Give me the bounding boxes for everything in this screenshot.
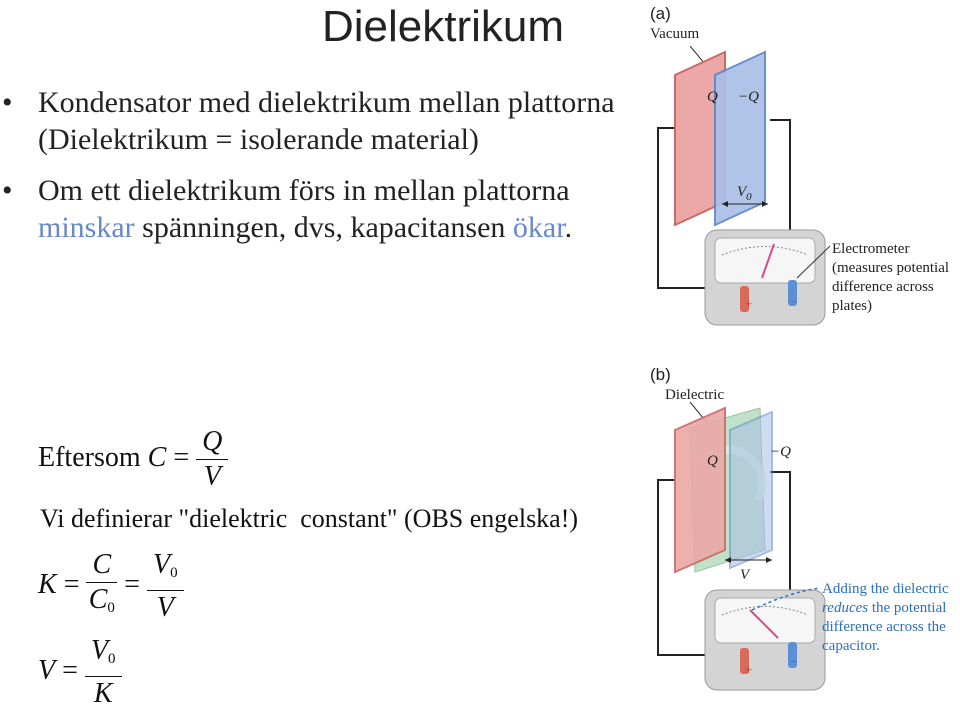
v0-sub: 0 — [170, 565, 178, 581]
numerator-v0: V0 — [146, 548, 184, 591]
callout-line-2-rest: the potential — [868, 600, 947, 616]
voltage-v-label: V — [740, 567, 750, 583]
positive-terminal-b — [740, 648, 749, 674]
minus-sign-b: − — [790, 654, 798, 669]
callout-line-2: reduces the potential — [822, 599, 960, 618]
highlight-okar: ökar — [512, 211, 565, 244]
plate-charge-negative-b: −Q — [770, 444, 791, 460]
eftersom-label: Eftersom — [38, 441, 141, 473]
dielectric-callout: Adding the dielectric reduces the potent… — [822, 580, 960, 656]
fraction-c-over-c0: C C0 — [86, 548, 118, 625]
bullet-item-2: Om ett dielektrikum förs in mellan platt… — [0, 172, 620, 246]
bullet-text-1: Kondensator med dielektrikum mellan plat… — [38, 86, 615, 156]
formula-voltage: V = V0 K — [38, 634, 122, 711]
electrometer-label: Electrometer (measures potential differe… — [832, 241, 950, 314]
negative-terminal — [788, 280, 797, 306]
equals-sign: = — [173, 441, 190, 473]
negative-plate-b — [729, 410, 773, 570]
negative-terminal-b — [788, 642, 797, 668]
plus-sign-a: + — [745, 296, 753, 311]
slide-title: Dielektrikum — [322, 2, 565, 51]
denominator-v: V — [156, 592, 174, 623]
minus-sign-a: − — [790, 294, 798, 309]
fraction-v0-over-v: V0 V — [146, 548, 184, 625]
fraction-q-over-v: Q V — [196, 425, 229, 494]
plate-charge-negative-a: −Q — [738, 89, 759, 105]
electrometer-needle-b — [749, 609, 779, 639]
denominator-v: V — [203, 461, 221, 492]
fraction-v0-over-k: V0 K — [84, 634, 122, 711]
capacitor-vacuum-diagram — [657, 45, 831, 326]
plate-charge-positive-b: Q — [707, 453, 718, 469]
numerator-c: C — [86, 548, 118, 583]
bullet-item-1: Kondensator med dielektrikum mellan plat… — [0, 84, 620, 158]
v0b-base: V — [90, 635, 109, 666]
panel-a-label: (a) — [650, 4, 671, 23]
plate-charge-positive-a: Q — [707, 89, 718, 105]
v0b-sub: 0 — [108, 651, 116, 667]
electrometer-needle — [761, 243, 775, 279]
capacitor-dielectric-diagram — [657, 401, 826, 691]
equals-sign-2: = — [124, 568, 140, 600]
v0-base-a: V — [737, 184, 747, 200]
plus-sign-b: + — [745, 662, 753, 677]
vacuum-label: Vacuum — [650, 26, 700, 42]
numerator-v0b: V0 — [84, 634, 122, 677]
equals-sign-3: = — [62, 654, 78, 686]
definition-text: Vi definierar "dielektric constant" (OBS… — [40, 504, 579, 533]
bullet-text-2b: spänningen, dvs, kapacitansen — [134, 211, 513, 244]
callout-reduces: reduces — [822, 600, 869, 616]
symbol-c: C — [147, 441, 167, 473]
bullet-list: Kondensator med dielektrikum mellan plat… — [0, 84, 620, 260]
callout-line-1: Adding the dielectric — [822, 581, 949, 597]
numerator-q: Q — [196, 425, 229, 460]
symbol-k: K — [38, 568, 57, 600]
formula-capacitance: Eftersom C = Q V — [38, 425, 229, 494]
symbol-v: V — [38, 654, 56, 686]
dielectric-label: Dielectric — [665, 387, 725, 403]
callout-line-3: difference across the — [822, 619, 946, 635]
denominator-k: K — [93, 678, 113, 709]
v0-sub-a: 0 — [746, 191, 752, 203]
negative-plate — [714, 50, 766, 227]
positive-terminal — [740, 286, 749, 312]
formula-dielectric-constant: K = C C0 = V0 V — [38, 548, 184, 625]
v0-base: V — [152, 549, 171, 580]
bullet-text-2c: . — [564, 211, 573, 244]
equals-sign-1: = — [63, 568, 80, 600]
c0-sub: 0 — [107, 600, 115, 616]
denominator-c0: C0 — [86, 583, 117, 625]
panel-b-label: (b) — [650, 365, 671, 384]
highlight-minskar: minskar — [38, 211, 135, 244]
c0-base: C — [88, 584, 108, 615]
voltage-v0-label: V0 — [737, 183, 752, 207]
bullet-text-2a: Om ett dielektrikum förs in mellan platt… — [38, 174, 570, 207]
positive-plate-b — [674, 406, 726, 574]
callout-line-4: capacitor. — [822, 638, 880, 654]
